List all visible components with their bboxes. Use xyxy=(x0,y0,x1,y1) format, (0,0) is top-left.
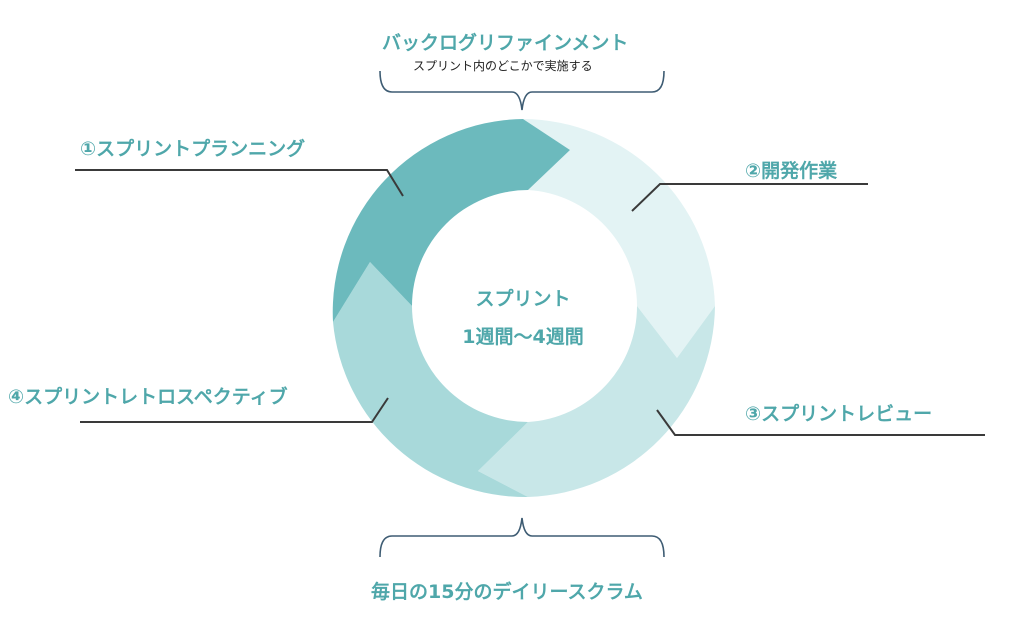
refinement-subtitle: スプリント内のどこかで実施する xyxy=(413,59,593,73)
cycle-segment-retrospective xyxy=(333,262,528,498)
refinement-title: バックログリファインメント xyxy=(382,32,629,54)
bracket-top xyxy=(379,70,665,111)
phase-label-planning: ①スプリントプランニング xyxy=(80,138,306,160)
daily-scrum-title: 毎日の15分のデイリースクラム xyxy=(371,581,643,603)
bracket-bottom xyxy=(379,517,665,558)
cycle-segment-development xyxy=(523,119,715,358)
leader-line-planning xyxy=(75,169,404,197)
leader-line-review xyxy=(656,409,985,436)
phase-label-development: ②開発作業 xyxy=(745,160,838,182)
leader-line-development xyxy=(631,183,868,212)
cycle-segment-review xyxy=(478,306,715,497)
cycle-segment-planning xyxy=(332,119,570,322)
center-title: スプリント xyxy=(475,288,571,310)
center-duration: 1週間〜4週間 xyxy=(462,326,584,348)
leader-line-retrospective xyxy=(80,397,389,423)
phase-label-retrospective: ④スプリントレトロスペクティブ xyxy=(8,386,288,408)
phase-label-review: ③スプリントレビュー xyxy=(745,403,933,425)
